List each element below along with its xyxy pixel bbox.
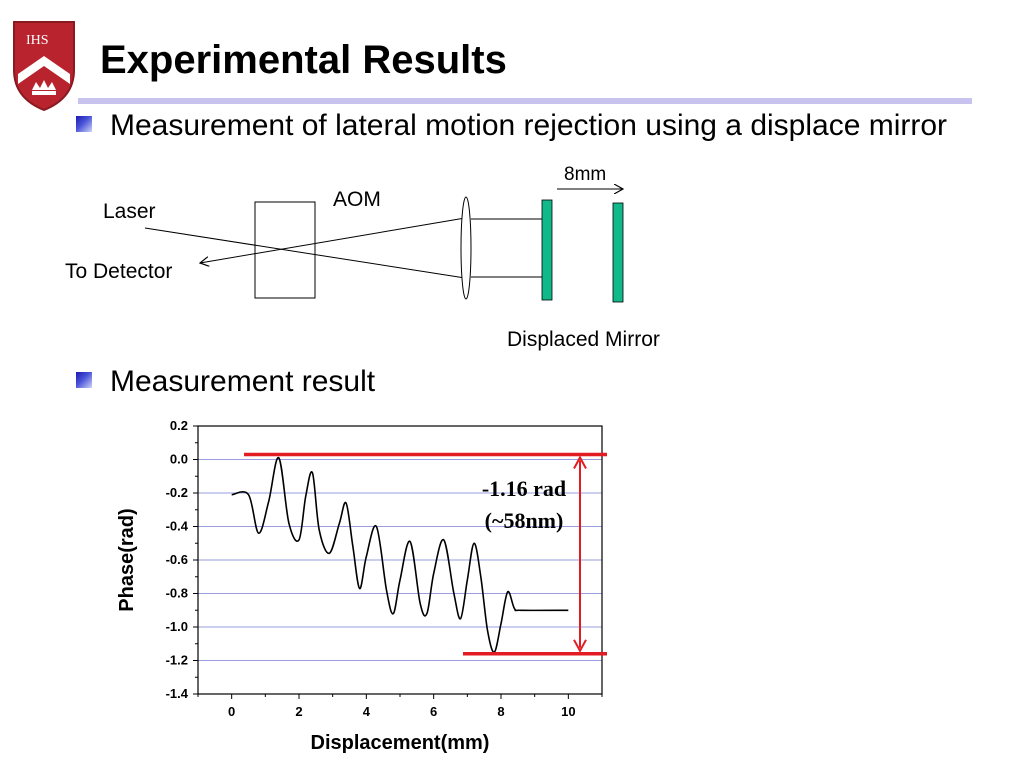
y-tick-label: -0.2 [166, 485, 188, 500]
annotation-nanometers: (~58nm) [485, 508, 564, 533]
logo-chevron [18, 56, 70, 84]
y-axis-title: Phase(rad) [116, 508, 138, 611]
mirror-displaced [612, 202, 624, 303]
detector-beam-out [200, 217, 466, 263]
bullet-marker-icon [76, 116, 92, 132]
title-divider [78, 98, 972, 104]
series-line [231, 456, 569, 653]
laser-label: Laser [103, 200, 156, 223]
bullet-2-text: Measurement result [110, 365, 376, 398]
y-tick-label: 0.0 [170, 452, 188, 467]
annotation-radians: -1.16 rad [482, 476, 566, 501]
y-tick-label: -1.4 [166, 686, 189, 701]
arrow-head-down [573, 639, 587, 653]
bullet-1-text: Measurement of lateral motion rejection … [110, 109, 948, 142]
y-tick-label: -0.8 [166, 586, 188, 601]
to-detector-label: To Detector [65, 260, 173, 283]
lens [460, 196, 472, 300]
aom-label: AOM [333, 188, 381, 211]
x-axis-title: Displacement(mm) [311, 732, 490, 754]
ihs-logo: IHS [13, 21, 75, 112]
optical-setup-diagram [144, 160, 740, 303]
displaced-mirror-label: Displaced Mirror [507, 328, 660, 351]
x-tick-label: 4 [363, 704, 371, 719]
y-tick-label: -0.6 [166, 552, 188, 567]
slide-title: Experimental Results [100, 38, 507, 82]
x-tick-label: 6 [430, 704, 437, 719]
y-tick-label: 0.2 [170, 418, 188, 433]
phase-chart: 0.2 0.0 -0.2 -0.4 -0.6 -0.8 -1.0 -1.2 -1.4 0 2 4 6 8 1… [116, 418, 607, 754]
logo-text: IHS [26, 33, 49, 48]
displacement-label: 8mm [564, 164, 607, 185]
laser-beam-in [144, 227, 466, 279]
mirror-initial [541, 199, 553, 301]
x-tick-label: 0 [228, 704, 235, 719]
y-tick-label: -1.0 [166, 619, 188, 634]
x-tick-label: 8 [497, 704, 504, 719]
x-tick-label: 10 [561, 704, 575, 719]
crown-icon [32, 80, 56, 90]
y-tick-label: -0.4 [166, 519, 189, 534]
arrow-head-up [573, 455, 587, 469]
x-tick-label: 2 [295, 704, 302, 719]
y-tick-label: -1.2 [166, 653, 188, 668]
bullet-marker-icon [76, 372, 92, 388]
